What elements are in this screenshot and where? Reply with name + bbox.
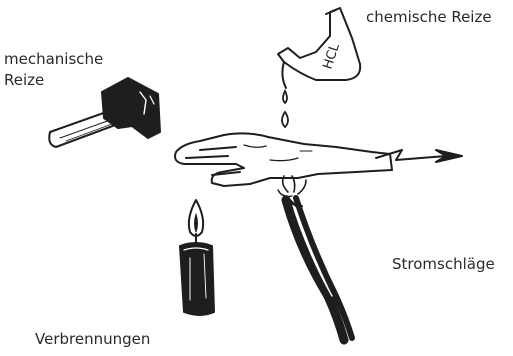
burns-label: Verbrennungen [35,330,150,349]
mechanical-stimuli-label-line2: Reize [4,71,44,90]
cable-icon [278,176,352,340]
flask-icon: HCL [278,8,360,88]
chemical-stimuli-label: chemische Reize [366,8,492,27]
hammer-icon [49,78,160,147]
drops-icon [282,91,288,127]
electric-shock-label: Stromschläge [392,255,495,274]
candle-icon [180,200,214,315]
mechanical-stimuli-label-line1: mechanische [4,50,103,69]
